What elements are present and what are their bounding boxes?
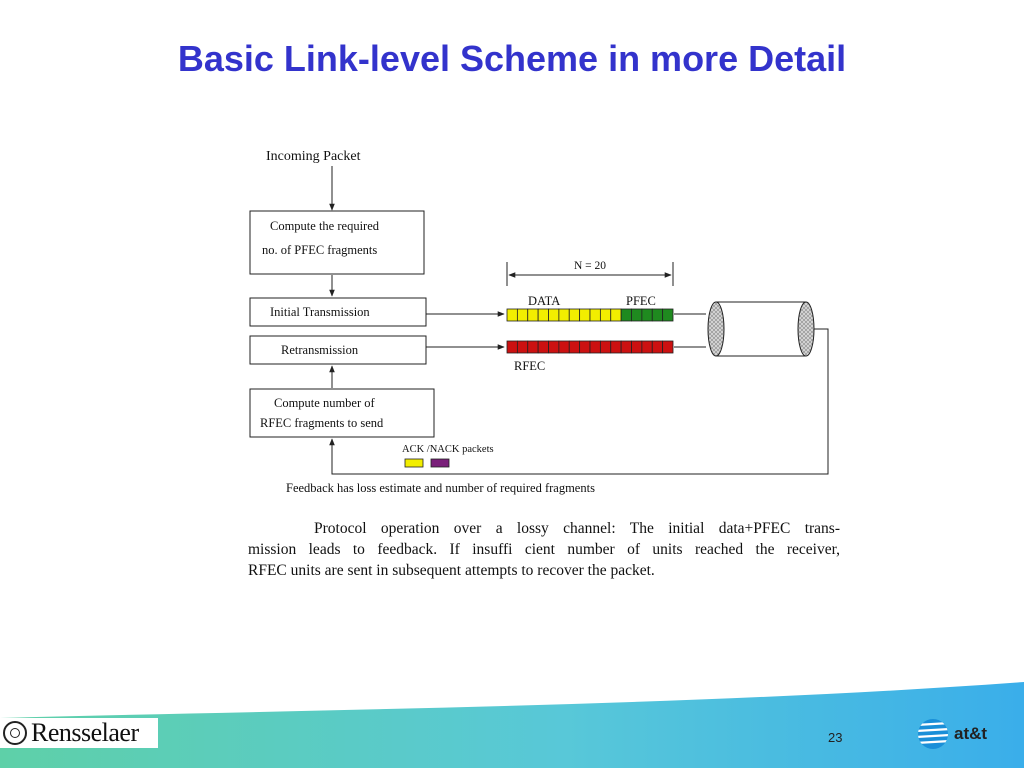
- compute-rfec-box: Compute number of RFEC fragments to send: [249, 388, 435, 438]
- slide-title: Basic Link-level Scheme in more Detail: [177, 38, 847, 79]
- data-fragment: [589, 308, 601, 322]
- data-fragment: [506, 308, 518, 322]
- rfec-fragment: [589, 340, 601, 354]
- rensselaer-seal-icon: [3, 721, 27, 745]
- pfec-fragment: [620, 308, 632, 322]
- compute-rfec-line1: Compute number of: [274, 396, 376, 410]
- data-fragment: [610, 308, 622, 322]
- data-fragment: [599, 308, 612, 322]
- data-fragment: [516, 308, 529, 322]
- pfec-label: PFEC: [626, 294, 656, 308]
- data-fragment: [579, 308, 591, 322]
- rfec-fragment: [548, 340, 560, 354]
- data-label: DATA: [528, 294, 560, 308]
- initial-transmission-box: Initial Transmission: [249, 297, 427, 327]
- data-pfec-fragment-strip: [506, 308, 674, 322]
- caption-line-1: Protocol operation over a lossy channel:…: [314, 520, 840, 537]
- retransmission-label: Retransmission: [281, 343, 359, 357]
- pfec-fragment: [651, 308, 664, 322]
- pfec-fragment: [662, 308, 674, 322]
- data-fragment: [558, 308, 570, 322]
- figure-caption: Protocol operation over a lossy channel:…: [248, 518, 840, 581]
- n-dimension: N = 20: [506, 260, 674, 286]
- n-label: N = 20: [574, 260, 606, 272]
- compute-pfec-line1: Compute the required: [270, 219, 380, 233]
- rfec-fragment: [662, 340, 674, 354]
- pfec-fragment: [631, 308, 643, 322]
- rfec-fragment: [651, 340, 664, 354]
- feedback-loop-arrow: [329, 328, 829, 475]
- incoming-packet-label: Incoming Packet: [266, 149, 361, 164]
- compute-pfec-line2: no. of PFEC fragments: [262, 243, 377, 257]
- retransmission-box: Retransmission: [249, 335, 427, 365]
- rfec-label: RFEC: [514, 359, 545, 373]
- rfec-fragment: [579, 340, 591, 354]
- att-globe-icon: [918, 719, 948, 749]
- compute-pfec-box: Compute the required no. of PFEC fragmen…: [249, 210, 425, 275]
- rfec-fragment: [568, 340, 581, 354]
- att-wordmark: at&t: [954, 724, 988, 743]
- pfec-fragment: [641, 308, 653, 322]
- rfec-fragment: [516, 340, 529, 354]
- data-fragment: [527, 308, 539, 322]
- ack-swatch: [404, 458, 424, 468]
- rfec-fragment: [558, 340, 570, 354]
- rfec-fragment: [506, 340, 518, 354]
- data-fragment: [537, 308, 549, 322]
- rfec-fragment: [641, 340, 653, 354]
- rfec-fragment: [527, 340, 539, 354]
- nack-swatch: [430, 458, 450, 468]
- rensselaer-logo: Rensselaer: [0, 718, 158, 748]
- att-logo: at&t: [916, 718, 987, 750]
- compute-rfec-line2: RFEC fragments to send: [260, 416, 384, 430]
- page-number: 23: [828, 730, 843, 745]
- rfec-fragment: [631, 340, 643, 354]
- rfec-fragment-strip: [506, 340, 674, 354]
- data-fragment: [548, 308, 560, 322]
- rfec-fragment: [620, 340, 632, 354]
- rfec-fragment: [537, 340, 549, 354]
- rfec-fragment: [599, 340, 612, 354]
- caption-line-2: mission leads to feedback. If insuffi ci…: [248, 541, 840, 558]
- rfec-fragment: [610, 340, 622, 354]
- rensselaer-wordmark: Rensselaer: [31, 718, 139, 747]
- initial-transmission-label: Initial Transmission: [270, 305, 370, 319]
- ack-nack-label: ACK /NACK packets: [402, 444, 494, 455]
- data-fragment: [568, 308, 581, 322]
- lossy-channel-cylinder: [707, 301, 815, 357]
- footer-wave-band: [0, 682, 1024, 768]
- feedback-label: Feedback has loss estimate and number of…: [286, 481, 595, 495]
- caption-line-3: RFEC units are sent in subsequent attemp…: [248, 562, 655, 579]
